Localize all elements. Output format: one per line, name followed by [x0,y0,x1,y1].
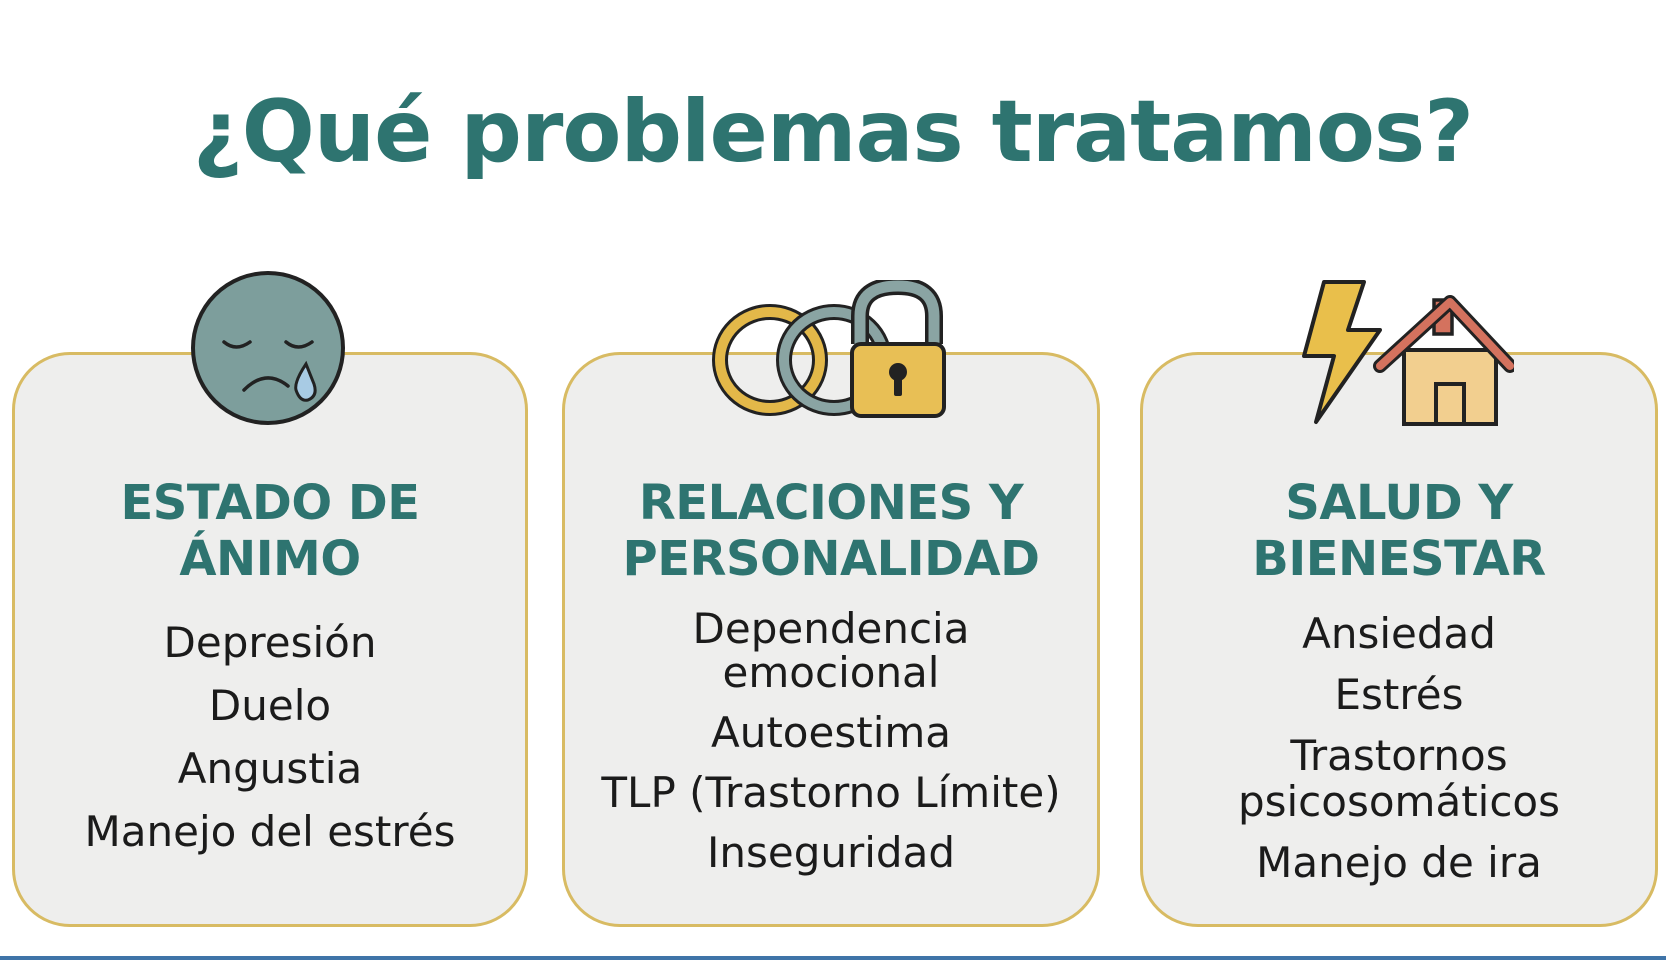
card-item-list: Ansiedad Estrés Trastornos psicosomático… [1143,611,1655,901]
bottom-divider [0,956,1666,960]
card-heading-line: SALUD Y [1285,475,1513,531]
card-item-list: Depresión Duelo Angustia Manejo del estr… [15,611,525,863]
rings-padlock-icon [712,280,946,418]
list-item: Manejo del estrés [84,807,456,856]
card-relaciones-y-personalidad: RELACIONES Y PERSONALIDAD Dependencia em… [562,352,1100,927]
card-heading-line: BIENESTAR [1252,531,1546,587]
list-item: Dependencia [692,604,970,653]
card-heading-line: ESTADO DE [120,475,420,531]
list-item: TLP (Trastorno Límite) [601,768,1061,817]
list-item: psicosomáticos [1237,777,1561,826]
list-item: Trastornos [1290,731,1508,780]
card-heading: RELACIONES Y PERSONALIDAD [565,475,1097,587]
card-item-list: Dependencia emocional Autoestima TLP (Tr… [565,607,1097,891]
card-heading: SALUD Y BIENESTAR [1143,475,1655,587]
sad-face-icon [191,271,345,425]
list-item: emocional [722,648,940,697]
list-item: Depresión [163,618,377,667]
list-item: Ansiedad [1302,609,1496,658]
card-heading-line: ÁNIMO [179,531,361,587]
list-item: Inseguridad [706,828,955,877]
card-heading-line: PERSONALIDAD [622,531,1040,587]
list-item: Manejo de ira [1256,838,1542,887]
card-heading-line: RELACIONES Y [638,475,1024,531]
list-item: Angustia [177,744,363,793]
list-item: Estrés [1334,670,1464,719]
list-item: Autoestima [710,708,952,757]
lightning-house-icon [1302,280,1514,426]
card-estado-de-animo: ESTADO DE ÁNIMO Depresión Duelo Angustia… [12,352,528,927]
card-salud-y-bienestar: SALUD Y BIENESTAR Ansiedad Estrés Trasto… [1140,352,1658,927]
list-item: Duelo [208,681,332,730]
card-heading: ESTADO DE ÁNIMO [15,475,525,587]
page-title: ¿Qué problemas tratamos? [192,82,1474,182]
